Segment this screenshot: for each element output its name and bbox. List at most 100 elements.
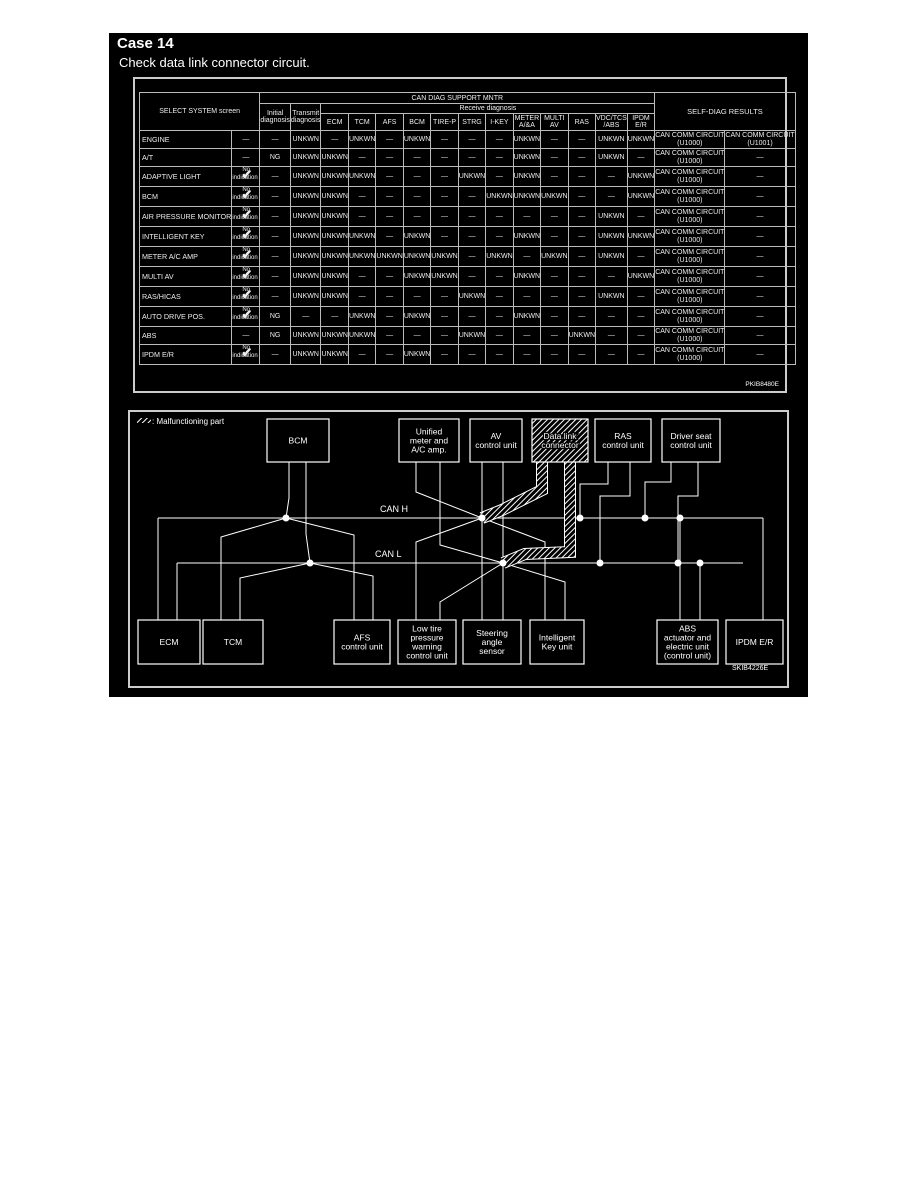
self-diag-result-line: (U1000) [677,276,703,284]
receive-value: UNKWN [512,266,542,287]
receive-value: UNKWN [320,226,349,247]
no-indication-text: indication [232,315,258,321]
receive-col-header: I-KEY [485,113,514,131]
unit-tcm: TCM [202,619,264,665]
unit-box [202,619,264,665]
self-diag-result-line: CAN COMM CIRCUIT [655,327,725,335]
unit-box [333,619,391,665]
receive-col-header: TCM [347,113,377,131]
system-name: INTELLIGENT KEY [138,226,233,247]
receive-value: UNKWN [347,326,377,345]
self-diag-result: — [724,206,796,227]
receive-col-header: RAS [567,113,597,131]
receive-value: — [595,326,628,345]
no-indication-text: No [242,345,250,352]
self-diag-result-line: (U1000) [677,316,703,324]
receive-value: UNKWN [320,206,349,227]
receive-value: UNKWN [595,206,628,227]
case-panel: Case 14 Check data link connector circui… [109,33,808,697]
self-diag-result: — [724,306,796,327]
unit-label: angle [482,637,503,647]
receive-value: UNKWN [320,286,349,307]
hatch-legend-icon [137,418,151,423]
can-wire [305,462,311,564]
transmit-diagnosis-value: UNKWN [289,326,322,345]
self-diag-result-line: CAN COMM CIRCUIT [655,168,725,176]
receive-value: — [540,266,569,287]
system-name: A/T [138,148,233,167]
check-mark-icon: ✔ [241,207,253,222]
receive-value: UNKWN [567,326,597,345]
receive-value: — [402,148,432,167]
can-wire [502,562,566,620]
receive-value: — [626,148,656,167]
self-diag-result: — [724,286,796,307]
receive-value: — [430,166,459,187]
self-diag-result-line: CAN COMM CIRCUIT [655,228,725,236]
unit-box [529,619,585,665]
self-diag-result-line: (U1000) [677,139,703,147]
receive-value: — [375,226,404,247]
receive-col-header: TIRE-P [430,113,459,131]
check-mark-icon: ✔ [241,287,253,302]
receive-value: — [375,130,404,149]
system-name: AIR PRESSURE MONITOR [138,206,233,227]
receive-value: — [457,148,487,167]
transmit-diagnosis-value: UNKWN [289,206,322,227]
self-diag-result: CAN COMM CIRCUIT(U1000) [654,166,726,187]
receive-value: — [595,306,628,327]
unit-box [469,418,523,463]
legend-text: : Malfunctioning part [152,417,225,426]
unit-label: control unit [670,440,712,450]
receive-value: — [540,166,569,187]
receive-value: UNKWN [430,246,459,267]
receive-value: — [375,306,404,327]
receive-value: — [402,326,432,345]
junction-node [674,559,682,567]
receive-value: — [540,130,569,149]
receive-value: — [512,326,542,345]
transmit-diagnosis-header-line: diagnosis [290,117,321,124]
receive-value: UNKWN [626,130,656,149]
self-diag-result: CAN COMM CIRCUIT(U1000) [654,186,726,207]
receive-value: UNKWN [320,148,349,167]
receive-value: — [347,286,377,307]
receive-col-header-line: /ABS [603,122,620,129]
junction-node [306,559,314,567]
self-diag-result: CAN COMM CIRCUIT(U1000) [654,306,726,327]
transmit-diagnosis-header-line: Transmit [292,110,320,117]
mark-cell: — [231,148,261,167]
receive-col-header-line: AV [549,122,559,129]
receive-value: — [485,148,514,167]
no-indication-text: No [242,287,250,294]
receive-value: UNKWN [626,226,656,247]
system-name: BCM [138,186,233,207]
can-wire [220,517,287,620]
transmit-diagnosis-value: UNKWN [289,344,322,365]
receive-value: — [567,148,597,167]
no-indication-text: No [242,267,250,274]
unit-box [397,619,457,665]
receive-col-header-line: MULTI [544,115,565,122]
unit-label: ECM [160,637,179,647]
receive-col-header: STRG [457,113,487,131]
check-mark-icon: ✔ [241,187,253,202]
self-diag-result-line: (U1000) [677,216,703,224]
self-diag-result: — [724,186,796,207]
check-mark-icon: ✔ [241,345,253,360]
check-mark-icon: ✔ [241,267,253,282]
unit-label: meter and [410,436,449,446]
receive-value: — [347,206,377,227]
